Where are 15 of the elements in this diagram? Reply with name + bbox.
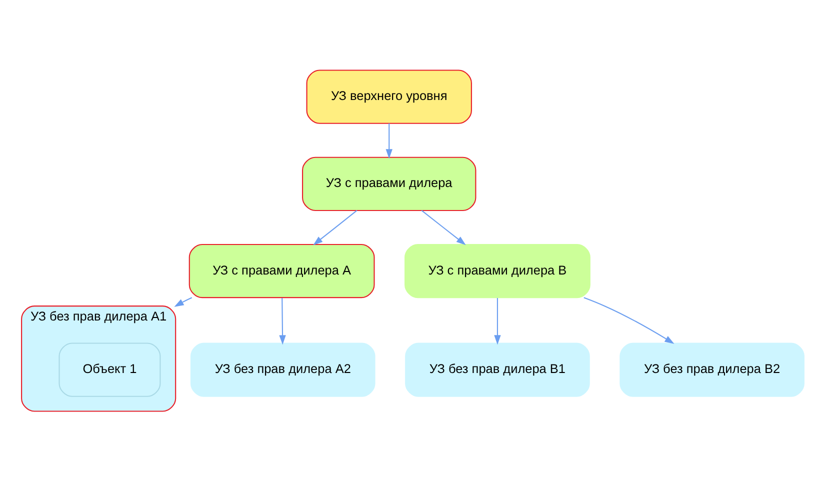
- arrow: [174, 297, 192, 307]
- node-box: Объект 1: [58, 342, 161, 397]
- arrow: [494, 298, 501, 345]
- node-box: УЗ с правами дилера А: [188, 244, 375, 298]
- arrow: [584, 297, 674, 344]
- node-box: УЗ верхнего уровня: [306, 70, 472, 124]
- node-box: УЗ с правами дилера: [302, 156, 476, 211]
- node-box: УЗ без прав дилера В1: [405, 342, 590, 397]
- node-box: УЗ с правами дилера В: [404, 244, 590, 298]
- arrow: [421, 210, 466, 246]
- node-box: УЗ без прав дилера А2: [190, 342, 376, 397]
- arrow: [279, 298, 286, 345]
- node-box: УЗ без прав дилера В2: [620, 342, 804, 397]
- arrow: [313, 210, 358, 246]
- arrow: [386, 123, 392, 159]
